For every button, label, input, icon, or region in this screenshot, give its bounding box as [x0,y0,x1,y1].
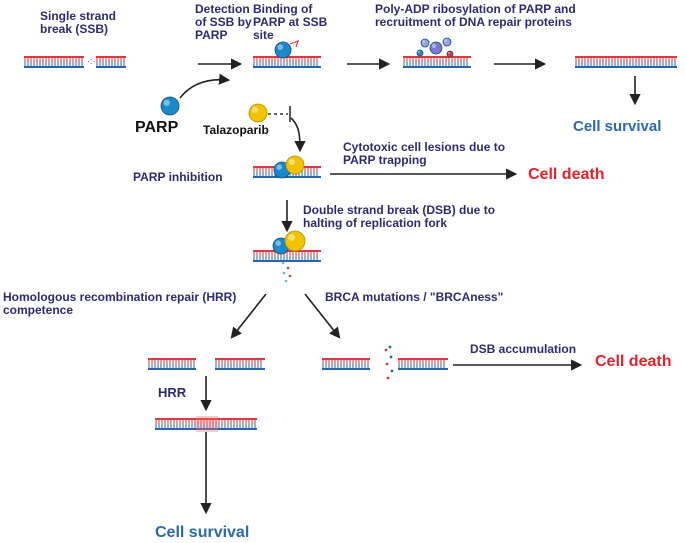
dna-repaired-top [575,56,677,68]
dsb-fragment-icon [386,376,390,380]
dsb-fragment-icon [384,348,388,352]
arrow-layer [179,58,641,515]
cytotoxic-label: Cytotoxic cell lesions due to PARP trapp… [343,140,506,167]
par-chain-icon [416,49,424,57]
dsb-fragment-icon [385,362,389,366]
dna-hrr-repaired [155,418,257,430]
dsb-fragment-icon [282,271,286,275]
dna-accum-right [398,358,448,370]
dsb-fragment-icon [288,274,292,278]
detection-label: Detection of SSB by PARP [195,2,252,42]
cell-survival-bottom: Cell survival [155,524,250,541]
arrow-dsb-to-hrr [230,293,267,339]
molecule-layer: ·:· [87,37,454,380]
parp-inhibition-label: PARP inhibition [133,170,223,184]
hrr-competence-label: Homologous recombination repair (HRR) co… [3,290,237,317]
arrow-parp-to-binding [179,73,231,99]
cell-death-top: Cell death [528,166,605,183]
hrr-label: HRR [158,385,187,400]
parp-label: PARP [135,119,179,136]
dsb-fragment-icon [389,355,393,359]
dsb-fragment-icon [284,279,288,283]
dna-ssb [24,56,126,68]
parp-protein-icon [160,96,180,116]
talazoparib-dsb-icon [284,230,306,252]
dsb-fragment-icon [281,261,285,265]
dsb-label: Double strand break (DSB) due to halting… [303,203,496,230]
talazoparib-trapped-icon [285,155,305,175]
dsb-fragment-icon [390,369,394,373]
par-mark-icon [289,39,299,48]
dna-parylated [403,56,471,68]
dna-broken-left [148,358,196,370]
break-mark-icon: ·:· [87,56,96,66]
dna-parp-bound [253,56,321,68]
par-chain-icon [429,41,443,55]
dna-accum-left [322,358,370,370]
dna-broken-right [215,358,265,370]
dsb-fragment-icon [388,345,392,349]
par-chain-icon [420,38,430,48]
cell-survival-top: Cell survival [573,118,662,135]
par-chain-icon [446,50,454,58]
binding-label: Binding of PARP at SSB site [253,2,328,42]
dsb-accumulation-label: DSB accumulation [470,342,577,356]
parp-bound-icon [274,41,292,59]
dna-layer [24,56,677,432]
talazoparib-label: Talazoparib [203,123,269,137]
dna-dsb [253,250,321,262]
par-chain-icon [442,37,452,47]
dsb-fragment-icon [286,266,290,270]
ssb-label: Single strand break (SSB) [40,9,117,36]
arrow-dsb-to-brca [304,293,341,339]
repair-highlight-icon [196,416,218,432]
brca-label: BRCA mutations / "BRCAness" [325,290,504,304]
poly-adp-label: Poly-ADP ribosylation of PARP and recrui… [375,2,576,29]
cell-death-bottom: Cell death [595,353,672,370]
arrow-talazoparib-to-inhibition [290,117,306,153]
talazoparib-molecule-icon [248,103,268,123]
